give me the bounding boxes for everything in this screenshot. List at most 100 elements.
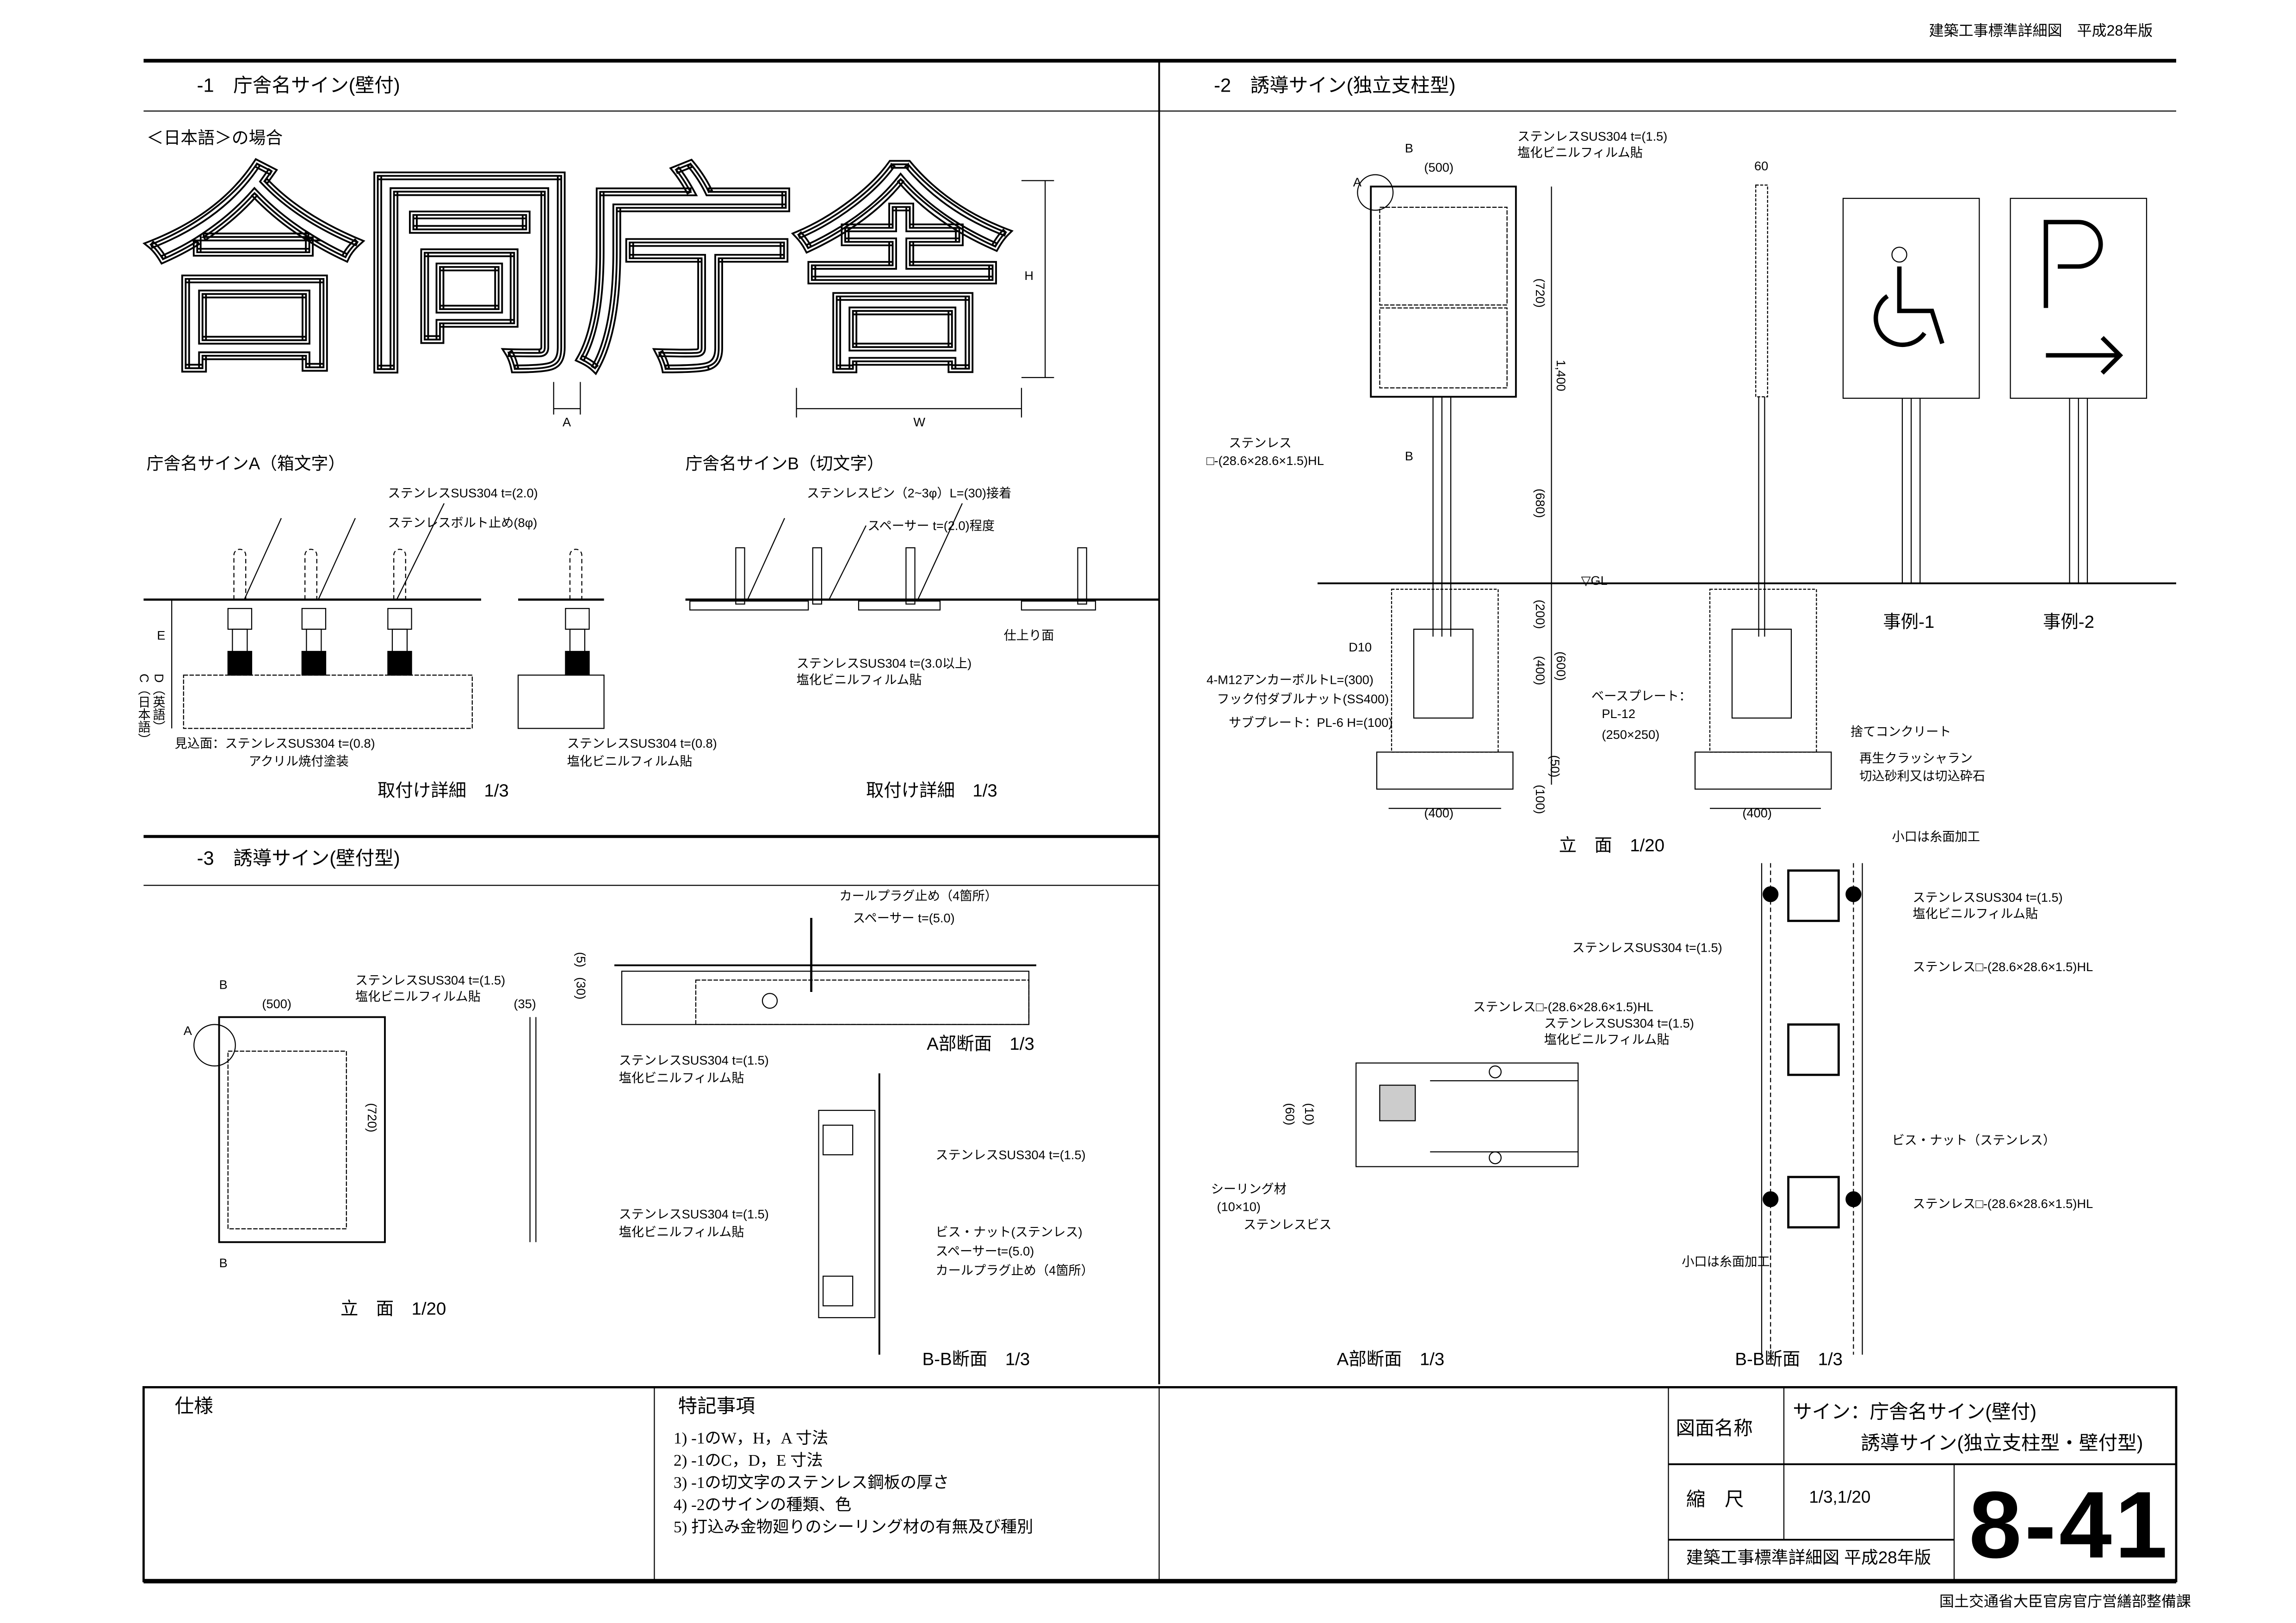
s2-label: サブプレート：PL-6 H=(100) bbox=[1229, 715, 1393, 730]
s3bb-label: 塩化ビニルフィルム貼 bbox=[619, 1224, 744, 1239]
s2-label: (200) bbox=[1533, 600, 1548, 629]
s2a-label: (60) bbox=[1282, 1103, 1298, 1126]
s3-label: B bbox=[219, 1255, 228, 1270]
typeA-label: アクリル焼付塗装 bbox=[248, 753, 349, 768]
typeA-label: ステンレスSUS304 t=(0.8) bbox=[567, 736, 717, 751]
s2bb-label: ステンレス□-(28.6×28.6×1.5)HL bbox=[1912, 1196, 2093, 1211]
edition-header: 建築工事標準詳細図 平成28年版 bbox=[1929, 24, 2153, 40]
s2a-label: ステンレスビス bbox=[1244, 1217, 1332, 1232]
dim-e: E bbox=[157, 627, 166, 643]
s2bb-label: ステンレスSUS304 t=(1.5) bbox=[1912, 890, 2063, 905]
s2-label: B bbox=[1405, 448, 1413, 464]
s2-label: (720) bbox=[1533, 278, 1548, 308]
s2-label: ステンレスSUS304 t=(1.5) bbox=[1517, 129, 1668, 144]
s2-label: D10 bbox=[1349, 639, 1372, 655]
s2-label: 塩化ビニルフィルム貼 bbox=[1517, 145, 1643, 160]
s2a-label: シーリング材 bbox=[1211, 1181, 1287, 1196]
s3-label: (35) bbox=[514, 996, 536, 1011]
s3bb-label: ビス・ナット(ステンレス) bbox=[935, 1224, 1083, 1239]
scale-label: 縮 尺 bbox=[1686, 1488, 1744, 1510]
typeB-label: スペーサー t=(2.0)程度 bbox=[867, 518, 995, 533]
s3a-label: 塩化ビニルフィルム貼 bbox=[619, 1070, 744, 1085]
s2-label: 切込砂利又は切込砕石 bbox=[1859, 768, 1986, 783]
section1-subtitle: ＜日本語＞の場合 bbox=[146, 130, 283, 148]
s2-label: (250×250) bbox=[1602, 727, 1660, 742]
s2-label: フック付ダブルナット(SS400) bbox=[1217, 691, 1389, 706]
s2-label: (680) bbox=[1533, 489, 1548, 518]
dim-d: D（英語） bbox=[152, 674, 167, 733]
s3a-label: ステンレスSUS304 t=(1.5) bbox=[619, 1053, 769, 1068]
s2a-label: ステンレス□-(28.6×28.6×1.5)HL bbox=[1473, 999, 1653, 1014]
s2bb-label: ビス・ナット（ステンレス） bbox=[1892, 1133, 2056, 1147]
note-item: 1) -1のW，H，A 寸法 bbox=[674, 1430, 829, 1448]
example2-parking-sign bbox=[2010, 198, 2147, 583]
example2-label: 事例-2 bbox=[2043, 611, 2094, 632]
free-standing-sign-elevation bbox=[1318, 174, 2177, 809]
drawing-name-label: 図面名称 bbox=[1676, 1417, 1753, 1439]
typeB-mounting-detail bbox=[685, 503, 1159, 611]
drawing-name-line1: サイン：庁舎名サイン(壁付) bbox=[1793, 1400, 2037, 1423]
s3a-label: (30) bbox=[574, 977, 588, 1000]
s2-label: 60 bbox=[1754, 158, 1769, 173]
s2-label: 4-M12アンカーボルトL=(300) bbox=[1207, 672, 1374, 687]
s2-label: (600) bbox=[1553, 651, 1569, 681]
s2-label: ステンレス bbox=[1229, 435, 1292, 450]
s3a-label: (5) bbox=[574, 952, 588, 967]
dim-w: W bbox=[913, 415, 926, 429]
s2-caption: 立 面 1/20 bbox=[1559, 835, 1665, 856]
typeA-title: 庁舎名サインA（箱文字） bbox=[146, 456, 346, 474]
s2-label: (400) bbox=[1424, 805, 1454, 820]
typeA-label: ステンレスSUS304 t=(2.0) bbox=[388, 485, 538, 501]
spec-label: 仕様 bbox=[174, 1394, 213, 1417]
s3a-label: カールプラグ止め（4箇所） bbox=[839, 888, 997, 903]
scale-value: 1/3,1/20 bbox=[1809, 1489, 1871, 1507]
s2-label: ▽GL bbox=[1581, 573, 1608, 588]
s2-label: 1,400 bbox=[1553, 359, 1569, 391]
s3bb-caption: B-B断面 1/3 bbox=[922, 1349, 1030, 1369]
s3-label: (500) bbox=[262, 996, 291, 1011]
s3bb-label: スペーサーt=(5.0) bbox=[935, 1244, 1034, 1258]
s2-label: 捨てコンクリート bbox=[1850, 724, 1951, 739]
s2-label: (500) bbox=[1424, 160, 1454, 175]
s2-label: (100) bbox=[1533, 785, 1548, 814]
sheet-number: 8-41 bbox=[1969, 1471, 2171, 1579]
s2-label: A bbox=[1353, 174, 1362, 190]
typeB-title: 庁舎名サインB（切文字） bbox=[685, 456, 884, 474]
typeB-label: ステンレスピン（2~3φ）L=(30)接着 bbox=[807, 485, 1012, 501]
s3a-label: スペーサー t=(5.0) bbox=[853, 911, 955, 925]
s2a-caption: A部断面 1/3 bbox=[1337, 1349, 1445, 1369]
typeA-label: ステンレスボルト止め(8φ) bbox=[388, 515, 538, 530]
s2bb-caption: B-B断面 1/3 bbox=[1735, 1349, 1843, 1369]
typeB-label: 仕上り面 bbox=[1003, 627, 1054, 643]
note-item: 5) 打込み金物廻りのシーリング材の有無及び種別 bbox=[674, 1519, 1034, 1537]
s3-label: 塩化ビニルフィルム貼 bbox=[355, 989, 481, 1004]
section2-title: -2 誘導サイン(独立支柱型) bbox=[1214, 74, 1456, 96]
dim-c: C（日本語） bbox=[137, 674, 152, 746]
wall-mounted-sign-drawings bbox=[193, 918, 1037, 1355]
s2a-label: (10) bbox=[1302, 1103, 1317, 1126]
s3a-caption: A部断面 1/3 bbox=[927, 1033, 1034, 1054]
s2-label: 再生クラッシャラン bbox=[1859, 750, 1973, 766]
s3-label: B bbox=[219, 977, 228, 992]
typeB-caption: 取付け詳細 1/3 bbox=[866, 780, 997, 801]
s2bb-label: 小口は糸面加工 bbox=[1892, 829, 1980, 844]
dim-h: H bbox=[1024, 268, 1034, 283]
s2-label: B bbox=[1405, 141, 1413, 155]
note-item: 4) -2のサインの種類、色 bbox=[674, 1497, 852, 1515]
sheet-frame bbox=[142, 59, 2178, 1584]
s2a-label: (10×10) bbox=[1217, 1199, 1261, 1214]
s2a-label: 塩化ビニルフィルム貼 bbox=[1544, 1032, 1670, 1047]
example1-accessible-sign bbox=[1842, 198, 1980, 583]
typeA-label: 塩化ビニルフィルム貼 bbox=[567, 753, 693, 768]
s3bb-label: ステンレスSUS304 t=(1.5) bbox=[619, 1207, 769, 1221]
s2-label: (400) bbox=[1742, 805, 1772, 820]
s3bb-label: カールプラグ止め（4箇所） bbox=[935, 1263, 1094, 1278]
dim-a: A bbox=[563, 415, 571, 429]
s2-label: (50) bbox=[1547, 755, 1563, 778]
s2-label: PL-12 bbox=[1602, 706, 1635, 721]
typeA-label: 見込面：ステンレスSUS304 t=(0.8) bbox=[174, 736, 375, 751]
sign-dimension-lines bbox=[553, 180, 1054, 418]
s2-label: ベースプレート： bbox=[1591, 688, 1692, 703]
s2bb-label: 塩化ビニルフィルム貼 bbox=[1912, 906, 2038, 921]
s3-label: (720) bbox=[365, 1103, 380, 1133]
